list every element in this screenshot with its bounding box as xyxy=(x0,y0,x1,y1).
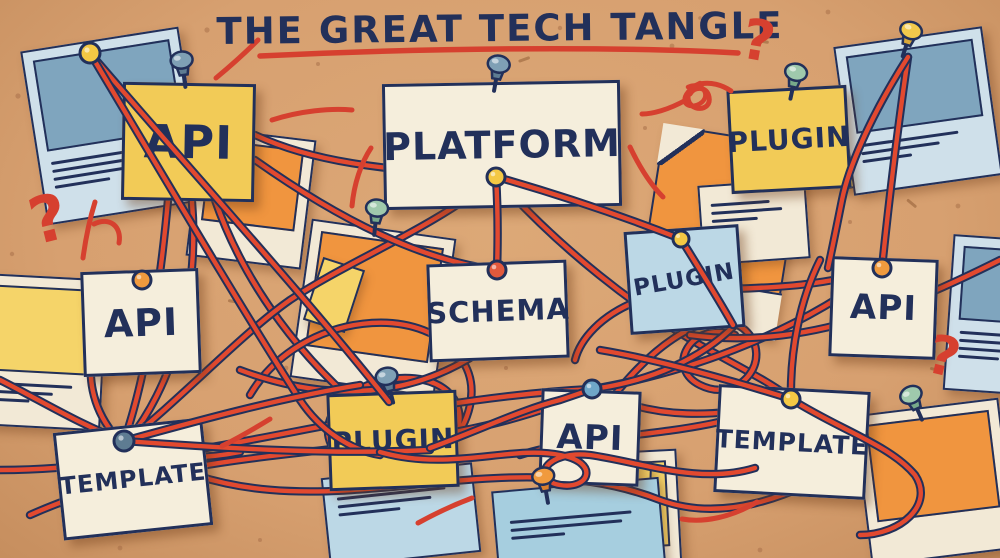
pushpin-icon xyxy=(891,379,938,429)
pushpin-icon xyxy=(368,362,411,409)
pushpin-icon xyxy=(477,51,517,96)
pushpin-icon xyxy=(163,48,202,92)
pushpin-icon xyxy=(886,16,931,65)
page-title: THE GREAT TECH TANGLE xyxy=(216,4,784,53)
pushpin-icon xyxy=(525,463,565,508)
pushpin-icon xyxy=(773,59,815,105)
pushpin-icon xyxy=(357,196,395,239)
